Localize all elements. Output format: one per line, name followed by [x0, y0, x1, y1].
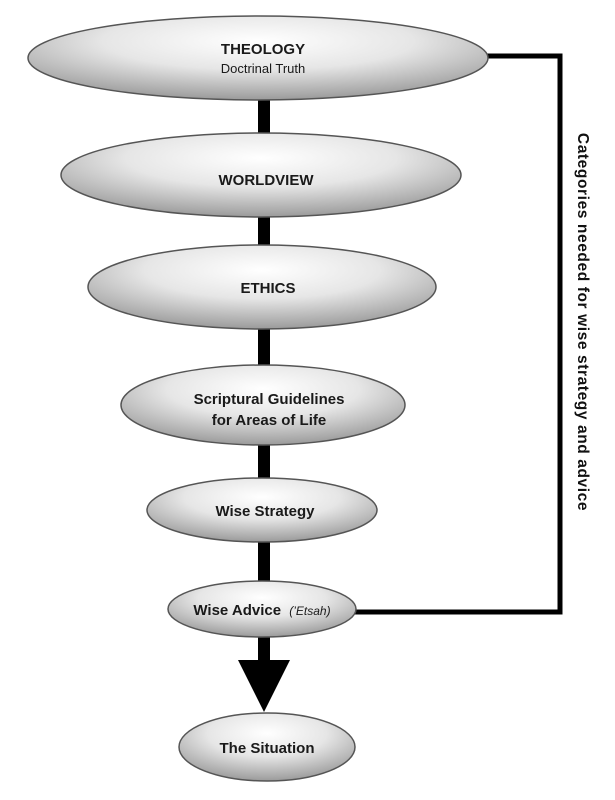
spine-connector-6 — [258, 636, 270, 662]
spine-connector-4 — [258, 444, 270, 484]
node-ethics-title: ETHICS — [240, 280, 295, 297]
feedback-bracket — [354, 53, 563, 615]
node-worldview-title: WORLDVIEW — [219, 172, 315, 189]
node-guidelines-line1: Scriptural Guidelines — [194, 391, 345, 408]
node-ethics: ETHICS — [87, 244, 437, 330]
node-worldview: WORLDVIEW — [60, 132, 462, 218]
node-advice-label: Wise Advice — [193, 602, 281, 619]
node-advice-title: Wise Advice (’Etsah) — [193, 602, 330, 619]
node-theology-title: THEOLOGY — [221, 41, 305, 58]
node-strategy-title: Wise Strategy — [215, 503, 315, 520]
node-scriptural-guidelines: Scriptural Guidelines for Areas of Life — [120, 364, 406, 446]
node-guidelines-line2: for Areas of Life — [212, 412, 326, 429]
node-theology-subtitle: Doctrinal Truth — [221, 61, 306, 76]
node-advice-etsah: (’Etsah) — [289, 604, 330, 618]
spine-connector-5 — [258, 538, 270, 582]
side-label: Categories needed for wise strategy and … — [574, 133, 591, 511]
node-the-situation: The Situation — [178, 712, 356, 782]
spine-connector-3 — [258, 328, 270, 368]
node-theology: THEOLOGY Doctrinal Truth — [27, 15, 489, 101]
spine-connector-1 — [258, 100, 270, 136]
node-wise-advice: Wise Advice (’Etsah) — [167, 580, 357, 638]
down-arrow-icon — [238, 660, 290, 712]
node-situation-title: The Situation — [220, 740, 315, 757]
node-wise-strategy: Wise Strategy — [146, 477, 378, 543]
spine-connector-2 — [258, 214, 270, 250]
